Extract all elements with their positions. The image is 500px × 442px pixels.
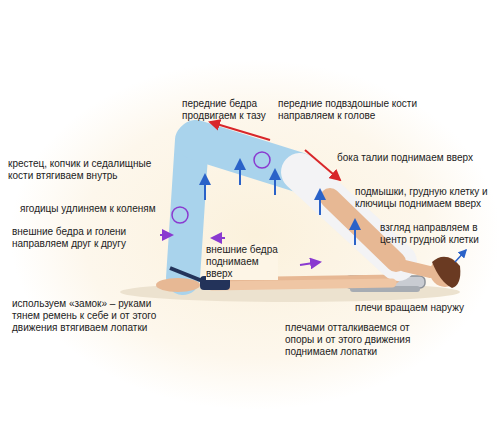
annotation-label: используем «замок» – руками тянем ремень… — [12, 298, 164, 334]
annotation-label: ягодицы удлиняем к коленям — [20, 203, 170, 215]
annotation-label: передние подвздошные кости направляем к … — [278, 98, 428, 122]
annotation-label: плечами отталкиваемся от опоры и от этог… — [285, 322, 437, 358]
annotation-label: внешние бедра поднимаем вверх — [206, 244, 278, 280]
annotation-label: плечи вращаем наружу — [355, 302, 485, 314]
annotation-label: подмышки, грудную клетку и ключицы подни… — [355, 186, 493, 210]
annotation-label: взгляд направляем в центр грудной клетки — [380, 222, 496, 246]
annotation-label: крестец, копчик и седалищные кости втяги… — [8, 158, 158, 182]
annotation-label: внешние бедра и голени направляем друг к… — [12, 226, 140, 250]
annotation-label: бока талии поднимаем вверх — [337, 152, 487, 164]
annotation-label: передние бедра продвигаем к тазу — [182, 98, 274, 122]
